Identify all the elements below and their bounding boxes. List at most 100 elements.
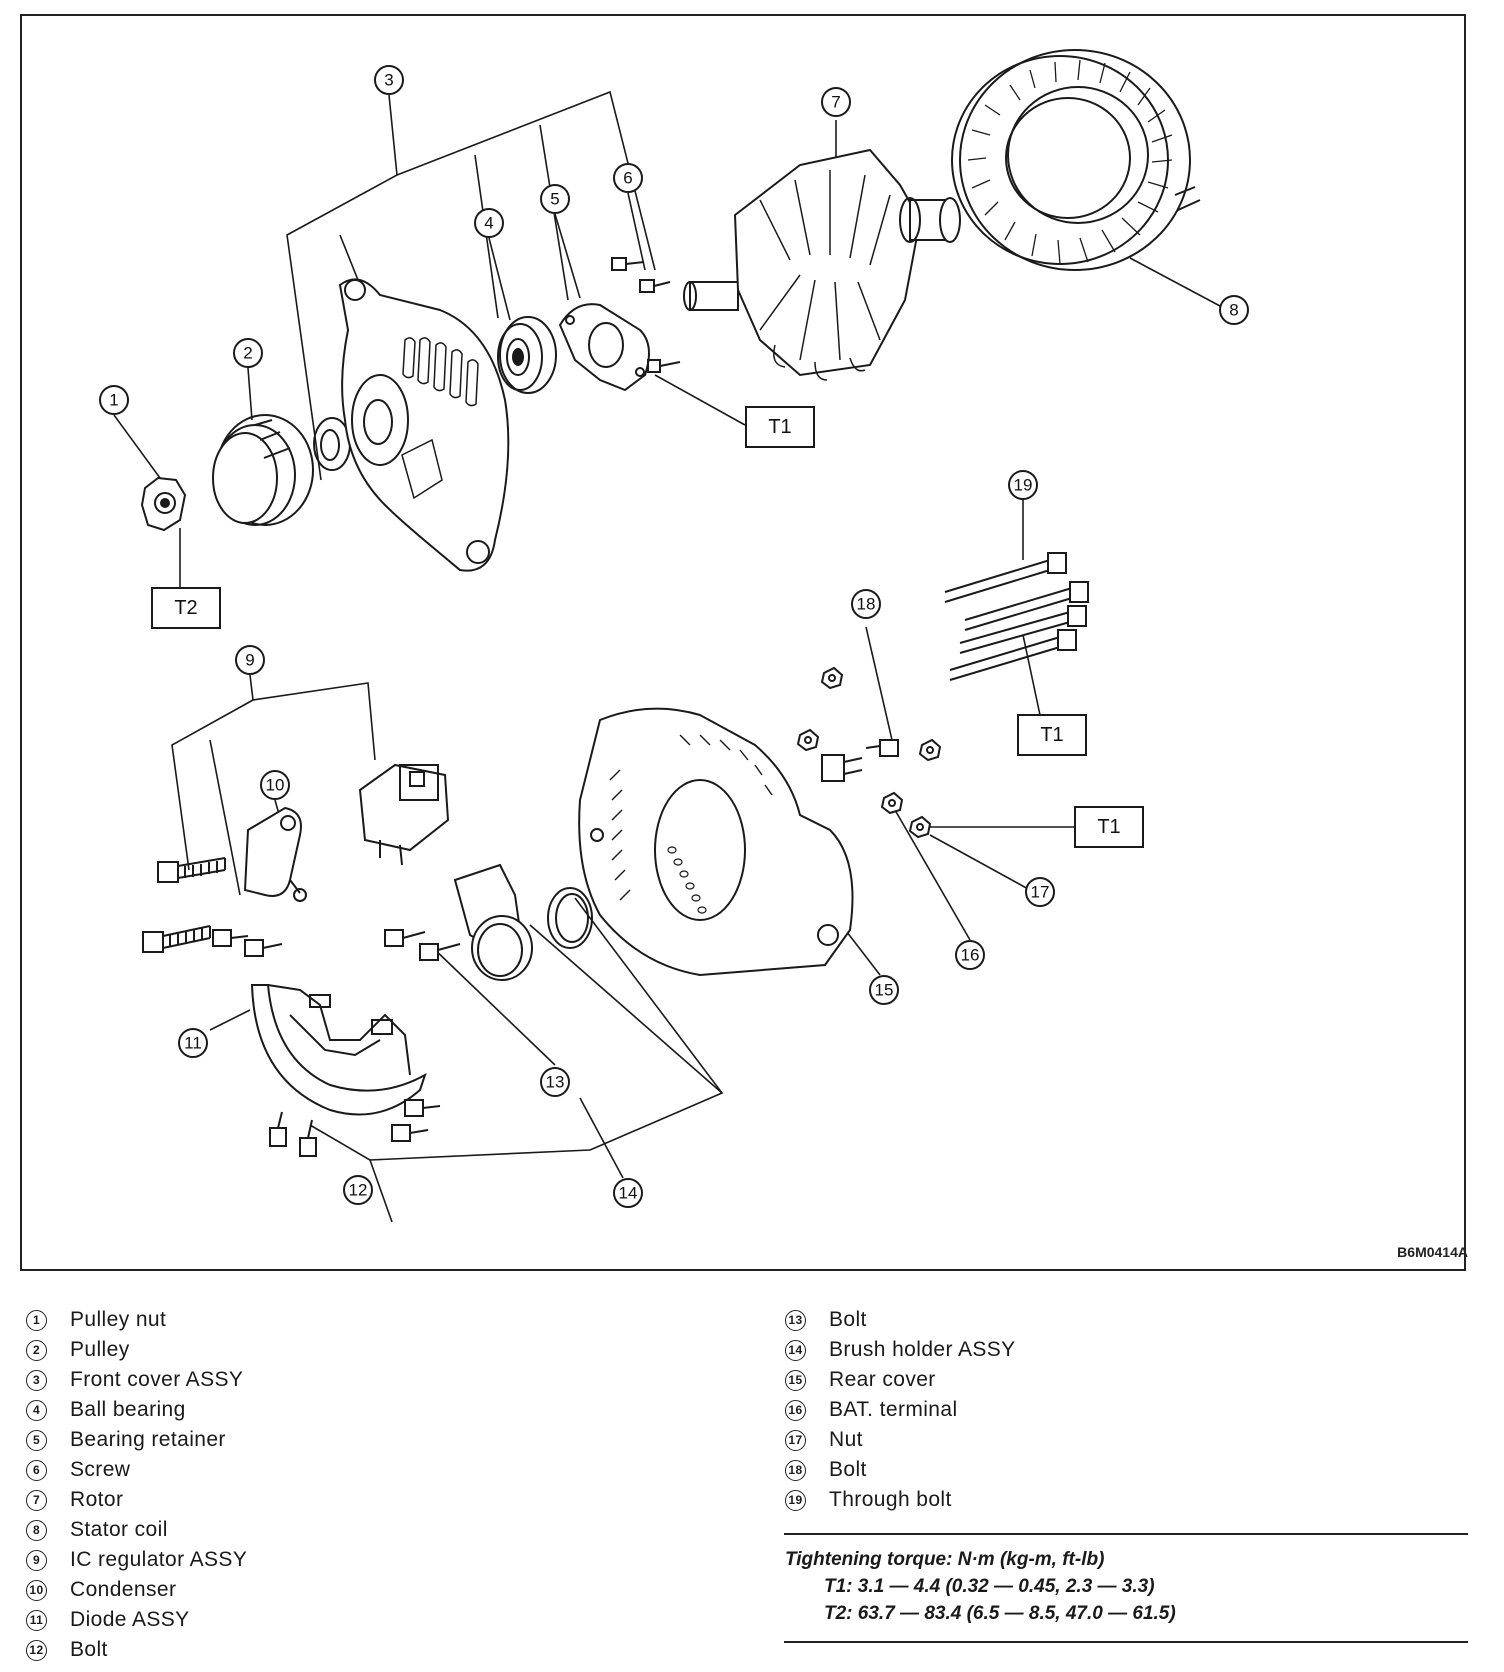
- part-pulley-nut: [140, 476, 187, 532]
- legend-number: 4: [26, 1399, 47, 1421]
- legend-item: 8 Stator coil: [26, 1515, 247, 1545]
- legend-number: 12: [26, 1639, 47, 1661]
- callout-4: 4: [474, 208, 504, 238]
- legend-label: Pulley: [70, 1338, 130, 1361]
- part-diode-assy: [250, 984, 427, 1116]
- part-ball-bearing: [497, 316, 557, 394]
- legend-label: Bolt: [829, 1458, 867, 1481]
- legend-item: 11 Diode ASSY: [26, 1605, 247, 1635]
- svg-text:1: 1: [109, 391, 118, 410]
- callout-5: 5: [540, 184, 570, 214]
- torque-t1: T1: 3.1 — 4.4 (0.32 — 0.45, 2.3 — 3.3): [824, 1576, 1155, 1597]
- leader-lines: [113, 90, 1221, 1223]
- legend-item: 17 Nut: [785, 1425, 1016, 1455]
- part-through-bolts: [944, 552, 1089, 681]
- callout-17: 17: [1025, 877, 1055, 907]
- legend-number: 17: [785, 1429, 806, 1451]
- callout-18: 18: [851, 589, 881, 619]
- callout-3: 3: [374, 65, 404, 95]
- callout-6: 6: [613, 163, 643, 193]
- legend-item: 10 Condenser: [26, 1575, 247, 1605]
- callout-12: 12: [343, 1175, 373, 1205]
- legend-number: 10: [26, 1579, 47, 1601]
- legend-label: Bolt: [829, 1308, 867, 1331]
- svg-text:T1: T1: [768, 416, 791, 438]
- torque-tag-t2: T2: [151, 587, 221, 629]
- part-clip-ring: [547, 887, 593, 949]
- figure-frame: [20, 14, 1466, 1271]
- callout-7: 7: [821, 87, 851, 117]
- torque-t2: T2: 63.7 — 83.4 (6.5 — 8.5, 47.0 — 61.5): [824, 1603, 1176, 1624]
- legend-label: Front cover ASSY: [70, 1368, 244, 1391]
- legend-label: Nut: [829, 1428, 863, 1451]
- legend-number: 13: [785, 1309, 806, 1331]
- svg-text:14: 14: [619, 1184, 638, 1203]
- svg-text:T1: T1: [1097, 816, 1120, 838]
- legend-label: Stator coil: [70, 1518, 168, 1541]
- part-stator-coil: [951, 49, 1201, 271]
- legend-label: Pulley nut: [70, 1308, 167, 1331]
- svg-text:18: 18: [857, 595, 876, 614]
- svg-text:12: 12: [349, 1181, 368, 1200]
- legend-label: Ball bearing: [70, 1398, 186, 1421]
- legend-number: 5: [26, 1429, 47, 1451]
- svg-text:T1: T1: [1040, 724, 1063, 746]
- exploded-view-diagram: 1 2 3 4 5 6 7 8 9 10 11 12 13 14 15 16 1…: [99, 49, 1249, 1223]
- torque-rule-bottom: [784, 1641, 1468, 1643]
- torque-rule-top: [784, 1533, 1468, 1535]
- legend-number: 2: [26, 1339, 47, 1361]
- legend-label: Condenser: [70, 1578, 177, 1601]
- svg-text:11: 11: [184, 1034, 202, 1053]
- svg-text:5: 5: [550, 190, 559, 209]
- svg-text:9: 9: [245, 651, 254, 670]
- legend-label: Diode ASSY: [70, 1608, 190, 1631]
- svg-text:16: 16: [961, 946, 980, 965]
- legend-number: 9: [26, 1549, 47, 1571]
- legend-number: 8: [26, 1519, 47, 1541]
- svg-text:3: 3: [384, 71, 393, 90]
- legend-number: 11: [26, 1609, 47, 1631]
- callout-13: 13: [540, 1067, 570, 1097]
- part-ic-regulator: [358, 763, 450, 866]
- legend-number: 14: [785, 1339, 806, 1361]
- part-condenser: [243, 806, 307, 902]
- svg-text:15: 15: [875, 981, 894, 1000]
- part-bolts-left: [142, 857, 283, 957]
- part-pulley: [212, 414, 314, 526]
- part-brush-holder: [453, 863, 533, 981]
- legend-label: Bearing retainer: [70, 1428, 226, 1451]
- svg-text:13: 13: [546, 1073, 565, 1092]
- tightening-torque-note: Tightening torque: N·m (kg-m, ft-lb) T1:…: [785, 1546, 1176, 1627]
- legend-number: 3: [26, 1369, 47, 1391]
- part-front-cover: [338, 278, 510, 572]
- svg-text:19: 19: [1014, 476, 1033, 495]
- svg-text:T2: T2: [174, 597, 197, 619]
- callout-10: 10: [260, 770, 290, 800]
- part-spacer-ring: [313, 417, 351, 471]
- part-small-nuts: [796, 666, 942, 839]
- legend-number: 18: [785, 1459, 806, 1481]
- legend-item: 5 Bearing retainer: [26, 1425, 247, 1455]
- legend-label: Through bolt: [829, 1488, 952, 1511]
- svg-text:6: 6: [623, 169, 632, 188]
- torque-heading: Tightening torque: N·m (kg-m, ft-lb): [785, 1549, 1105, 1570]
- torque-tag-t1-bolts: T1: [1017, 714, 1087, 756]
- callout-19: 19: [1008, 470, 1038, 500]
- callout-1: 1: [99, 385, 129, 415]
- legend-item: 18 Bolt: [785, 1455, 1016, 1485]
- legend-number: 7: [26, 1489, 47, 1511]
- legend-number: 16: [785, 1399, 806, 1421]
- legend-label: Bolt: [70, 1638, 108, 1661]
- callout-14: 14: [613, 1178, 643, 1208]
- callout-15: 15: [869, 975, 899, 1005]
